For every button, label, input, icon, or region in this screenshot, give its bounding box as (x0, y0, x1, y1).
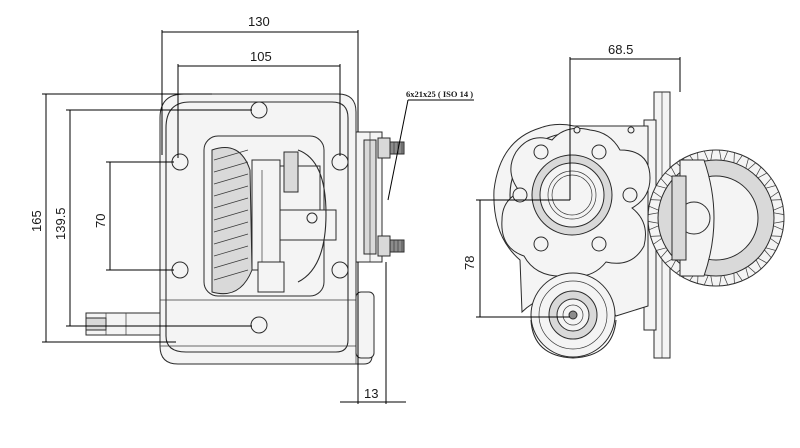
gear-tooth (660, 172, 675, 187)
gear-tooth (765, 238, 780, 251)
gear-tooth (648, 225, 661, 237)
gear-tooth (697, 273, 709, 286)
gear-tooth (660, 249, 675, 264)
gear-tooth (697, 150, 709, 163)
dim-139-5: 139.5 (53, 207, 68, 240)
gear-tooth (747, 259, 762, 274)
dim-165: 165 (29, 210, 44, 232)
gear-tooth (723, 273, 735, 286)
side-output-shaft (530, 272, 617, 359)
dim-13: 13 (364, 386, 378, 401)
gear-tooth (773, 212, 785, 224)
gear-assembly (203, 135, 337, 297)
drive-gear (647, 149, 785, 287)
gear-tooth (771, 199, 784, 211)
gear-tooth (736, 154, 749, 169)
side-dimension-lines (476, 57, 681, 318)
gear-tooth (757, 172, 772, 187)
gear-tooth (652, 185, 667, 198)
front-view: 130 105 165 139.5 70 13 6x21x25 ( ISO 14… (29, 14, 474, 404)
gear-tooth (747, 162, 762, 177)
side-view: 68.5 78 (462, 42, 785, 359)
gear-tooth (652, 238, 667, 251)
front-dimension-lines (42, 30, 474, 404)
output-shaft (85, 312, 167, 336)
dim-130: 130 (248, 14, 270, 29)
mounting-holes-front (171, 101, 349, 334)
gear-tooth (771, 225, 784, 237)
dim-105: 105 (250, 49, 272, 64)
gear-tooth (710, 275, 722, 287)
dim-70: 70 (93, 214, 108, 228)
dim-68-5: 68.5 (608, 42, 633, 57)
side-housing (493, 123, 651, 317)
gear-tooth (648, 199, 661, 211)
gear-tooth (710, 149, 722, 161)
side-bolt-holes (512, 126, 638, 252)
gear-tooth (736, 267, 749, 282)
gear-tooth (765, 185, 780, 198)
gear-tooth (723, 150, 735, 163)
spline-spec-label: 6x21x25 ( ISO 14 ) (406, 89, 473, 99)
dim-78: 78 (462, 256, 477, 270)
gear-tooth (757, 249, 772, 264)
